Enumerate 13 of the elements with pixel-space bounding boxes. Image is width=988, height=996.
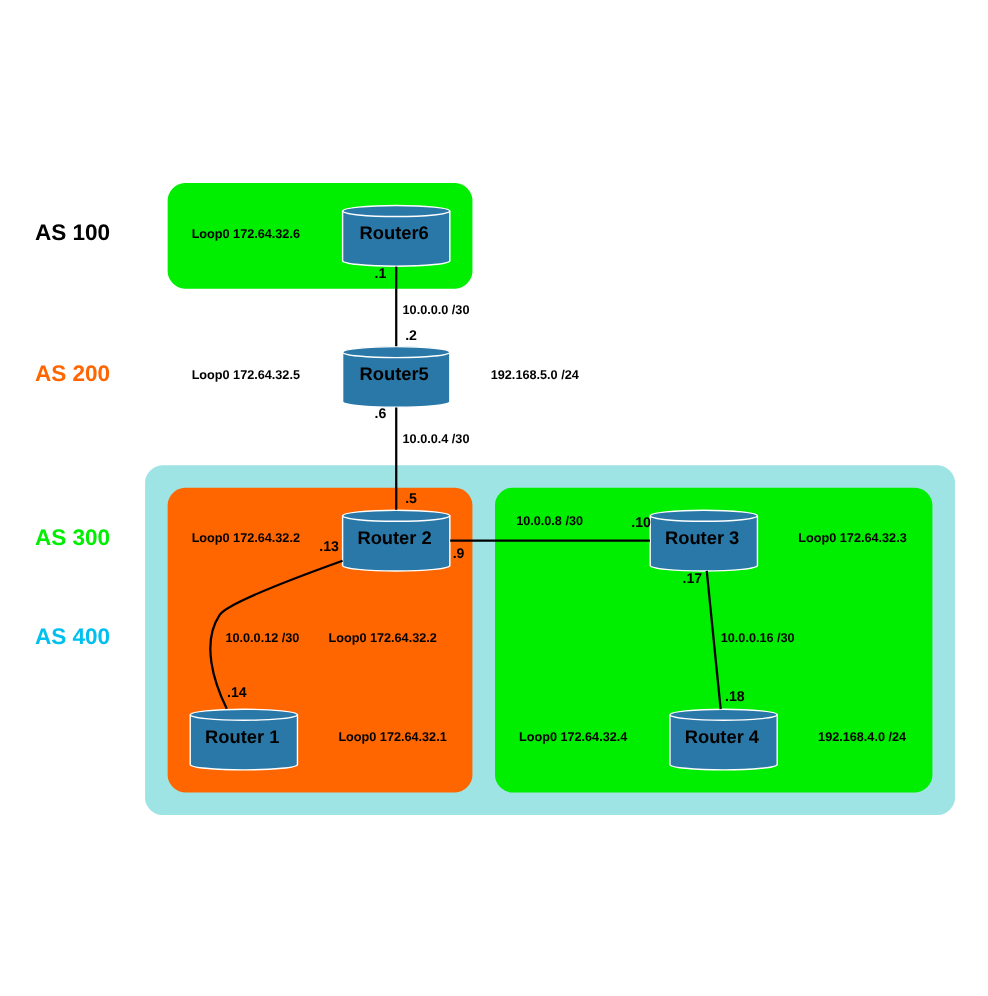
- legend-label: AS 200: [34, 361, 110, 386]
- cluster: [494, 486, 932, 792]
- connector: [394, 406, 397, 509]
- legend-label: AS 100: [34, 220, 110, 245]
- cluster: [144, 464, 954, 815]
- connector: [208, 558, 342, 709]
- legend-label: AS 300: [34, 525, 110, 550]
- cluster: [166, 486, 472, 792]
- connector: [449, 538, 649, 541]
- connector: [704, 569, 721, 709]
- cluster: [166, 181, 472, 288]
- connector: [394, 265, 397, 346]
- legend-label: AS 400: [34, 625, 110, 650]
